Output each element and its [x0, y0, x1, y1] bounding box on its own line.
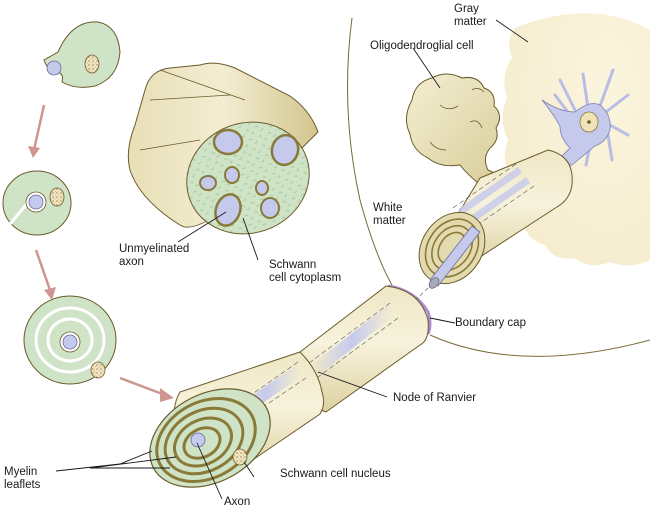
unmyelinated-axon — [199, 175, 217, 191]
stage-2-schwann-cell — [2, 170, 72, 236]
myelin-cross-section — [149, 388, 271, 488]
myelin-leaflet — [155, 397, 257, 483]
label-boundary-cap: Boundary cap — [455, 317, 526, 329]
label-axon: Axon — [224, 496, 251, 508]
myelin-leaflet — [163, 406, 245, 476]
progression-arrow — [32, 104, 46, 151]
unmyelinated-bundle — [127, 62, 319, 235]
arrow-head — [28, 146, 40, 158]
label-white-matter: White matter — [373, 202, 406, 227]
axon — [28, 194, 44, 210]
nucleus — [84, 54, 100, 74]
schwann-cell-nucleus — [232, 448, 248, 466]
progression-arrow — [34, 249, 52, 291]
unmyelinated-axon — [255, 180, 269, 196]
myelin-leaflet — [173, 416, 233, 468]
label-schwann-cell-cytoplasm: Schwann cell cytoplasm — [269, 259, 342, 284]
label-unmyelinated-axon: Unmyelinated axon — [119, 243, 190, 268]
white-matter-boundary — [347, 17, 393, 286]
arrow-head — [44, 287, 56, 300]
myelin-leaflet — [182, 426, 222, 460]
label-gray-matter: Gray matter — [454, 3, 487, 28]
label-myelin-leaflets: Myelin leaflets — [4, 466, 41, 491]
stage-1-schwann-cell — [43, 21, 121, 88]
unmyelinated-axon — [260, 197, 280, 219]
white-matter-boundary-lower — [429, 334, 650, 357]
oligodendroglial-cell — [406, 73, 521, 199]
axon-core — [190, 432, 206, 448]
cns-myelin-segment — [418, 149, 573, 289]
unmyelinated-axon — [214, 193, 242, 227]
label-node-of-ranvier: Node of Ranvier — [393, 392, 477, 404]
progression-arrow — [119, 376, 166, 397]
label-oligodendroglial-cell: Oligodendroglial cell — [370, 40, 474, 52]
stage-3-schwann-cell — [23, 295, 117, 385]
label-schwann-cell-nucleus: Schwann cell nucleus — [280, 468, 391, 480]
nucleus — [90, 361, 106, 379]
arrow-head — [160, 388, 174, 402]
axon — [62, 334, 78, 350]
leader-lines — [55, 19, 529, 500]
unmyelinated-axon — [224, 166, 240, 184]
nucleus — [49, 187, 65, 207]
unmyelinated-axon — [270, 133, 300, 167]
unmyelinated-axon — [212, 128, 244, 156]
axon — [46, 60, 62, 76]
